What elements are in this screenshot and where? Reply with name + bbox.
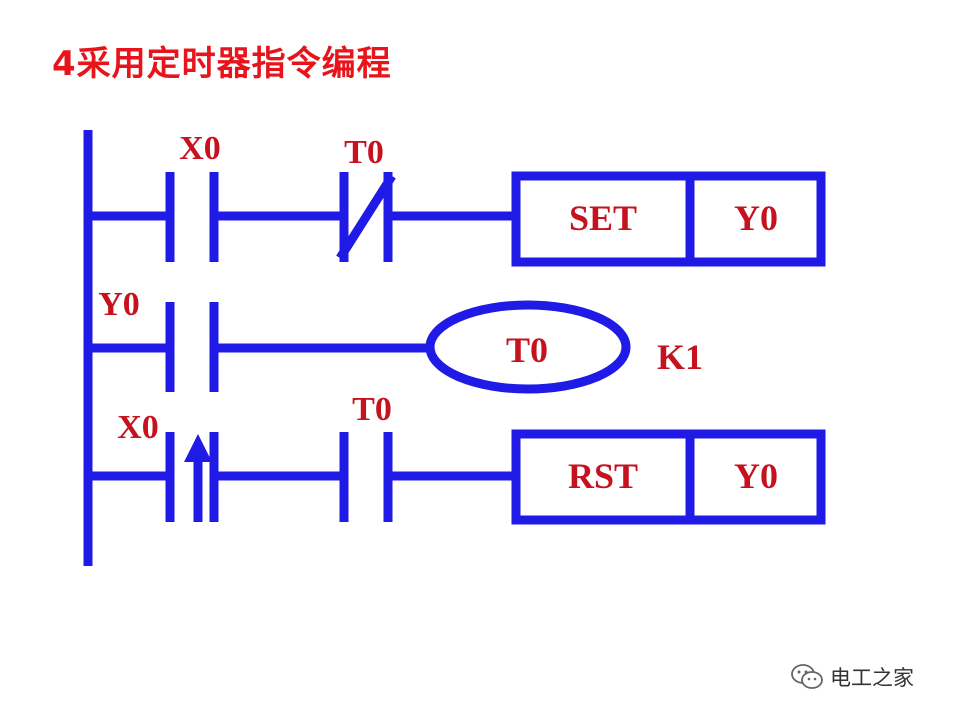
timer-coil [425,300,631,394]
contact-label: X0 [179,130,221,167]
rung-2: Y0 T0 K1 [88,286,703,394]
rung-3: X0 T0 RST Y0 [88,391,826,525]
page-title: 4采用定时器指令编程 [52,44,392,84]
coil-label: T0 [506,330,548,370]
contact-x0-rising-edge [165,432,219,522]
set-instruction-box [511,171,826,267]
contact-t0-no [339,432,393,522]
instruction-label: SET [569,198,637,238]
wechat-icon [791,664,823,689]
contact-label: T0 [352,391,392,428]
timer-constant: K1 [657,337,703,377]
contact-label: T0 [344,134,384,171]
operand-label: Y0 [734,456,778,496]
contact-label: X0 [117,409,159,446]
instruction-label: RST [568,456,638,496]
rst-instruction-box [511,429,826,525]
contact-y0-no [165,302,219,392]
contact-x0-no [165,172,219,262]
watermark-text: 电工之家 [830,666,914,690]
rung-1: X0 T0 SET Y0 [88,130,826,267]
up-arrow-icon [184,434,212,462]
contact-label: Y0 [98,286,140,323]
operand-label: Y0 [734,198,778,238]
contact-t0-nc [336,172,396,262]
watermark: 电工之家 [790,662,914,692]
